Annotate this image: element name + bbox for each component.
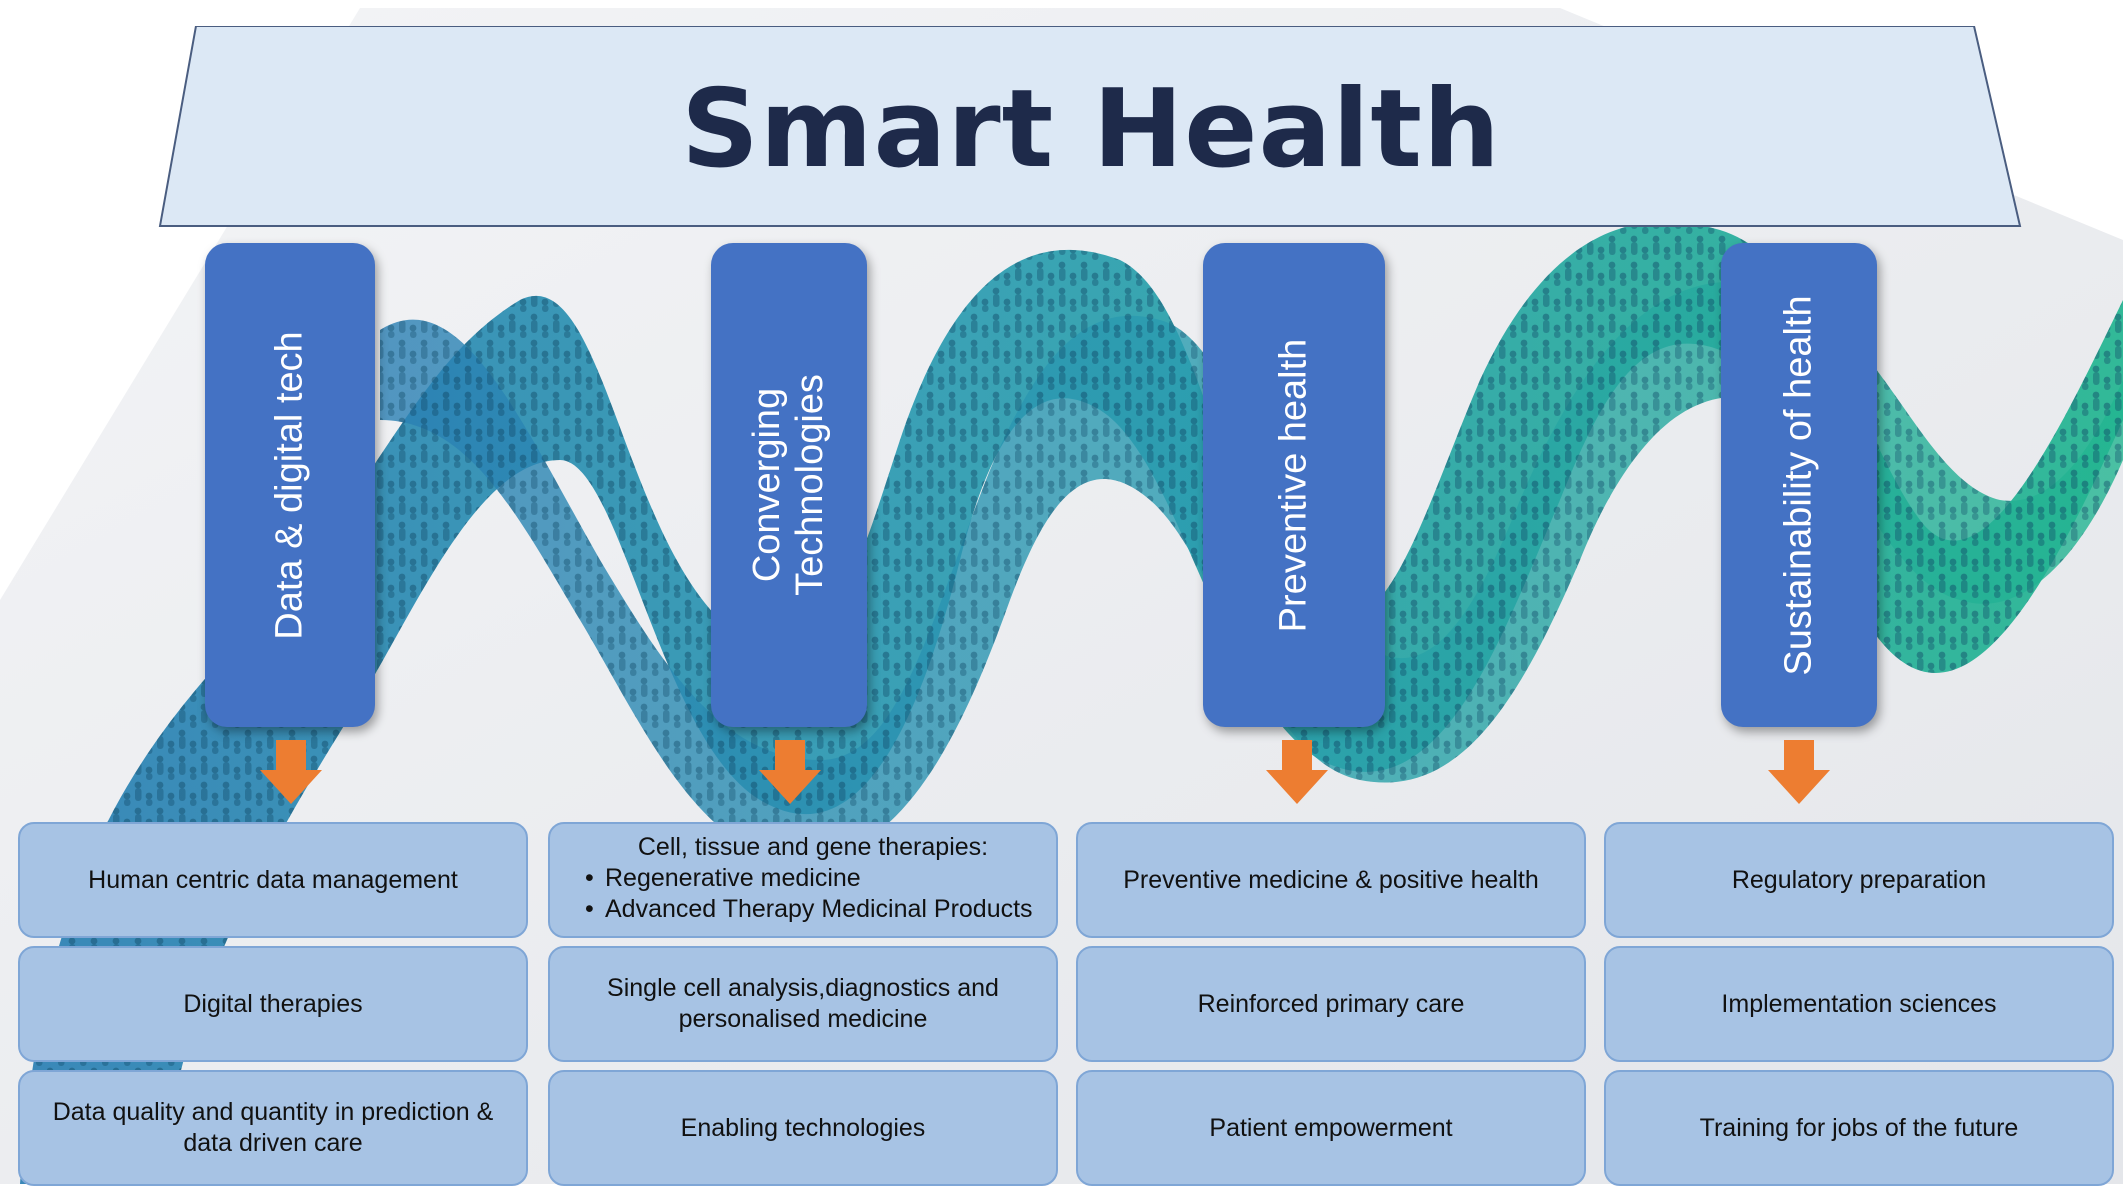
down-arrow-icon [759,740,821,804]
topic-box: Patient empowerment [1076,1070,1586,1186]
pillar-label: Preventive health [1272,338,1315,632]
topic-box: Single cell analysis,diagnostics and per… [548,946,1058,1062]
topic-heading: Cell, tissue and gene therapies: [637,833,989,861]
pillar-label-line: Converging [746,387,789,583]
down-arrow-icon [1266,740,1328,804]
pillar-sustainability-of-health: Sustainability of health [1721,243,1877,727]
pillar-label: Sustainability of health [1777,294,1820,676]
down-arrow-icon [1768,740,1830,804]
topic-box: Digital therapies [18,946,528,1062]
topic-box: Data quality and quantity in prediction … [18,1070,528,1186]
pillar-label: Data & digital tech [268,330,311,640]
topic-box: Human centric data management [18,822,528,938]
banner-shape [158,26,2022,227]
topic-box: Reinforced primary care [1076,946,1586,1062]
topic-bullet-list: Regenerative medicine Advanced Therapy M… [551,863,1055,925]
topic-box: Preventive medicine & positive health [1076,822,1586,938]
pillar-label-line: Technologies [789,374,832,596]
topic-box: Implementation sciences [1604,946,2114,1062]
topic-box: Training for jobs of the future [1604,1070,2114,1186]
pillar-converging-technologies: Converging Technologies [711,243,867,727]
topic-bullet: Advanced Therapy Medicinal Products [585,894,1055,925]
pillar-data-digital-tech: Data & digital tech [205,243,375,727]
pillar-preventive-health: Preventive health [1203,243,1385,727]
title-banner: Smart Health [158,26,2024,228]
topic-bullet: Regenerative medicine [585,863,1055,894]
topic-box: Enabling technologies [548,1070,1058,1186]
down-arrow-icon [260,740,322,804]
topic-box-therapies: Cell, tissue and gene therapies: Regener… [548,822,1058,938]
pillar-label: Converging Technologies [746,374,832,596]
page-title: Smart Health [681,66,1501,192]
topic-box: Regulatory preparation [1604,822,2114,938]
